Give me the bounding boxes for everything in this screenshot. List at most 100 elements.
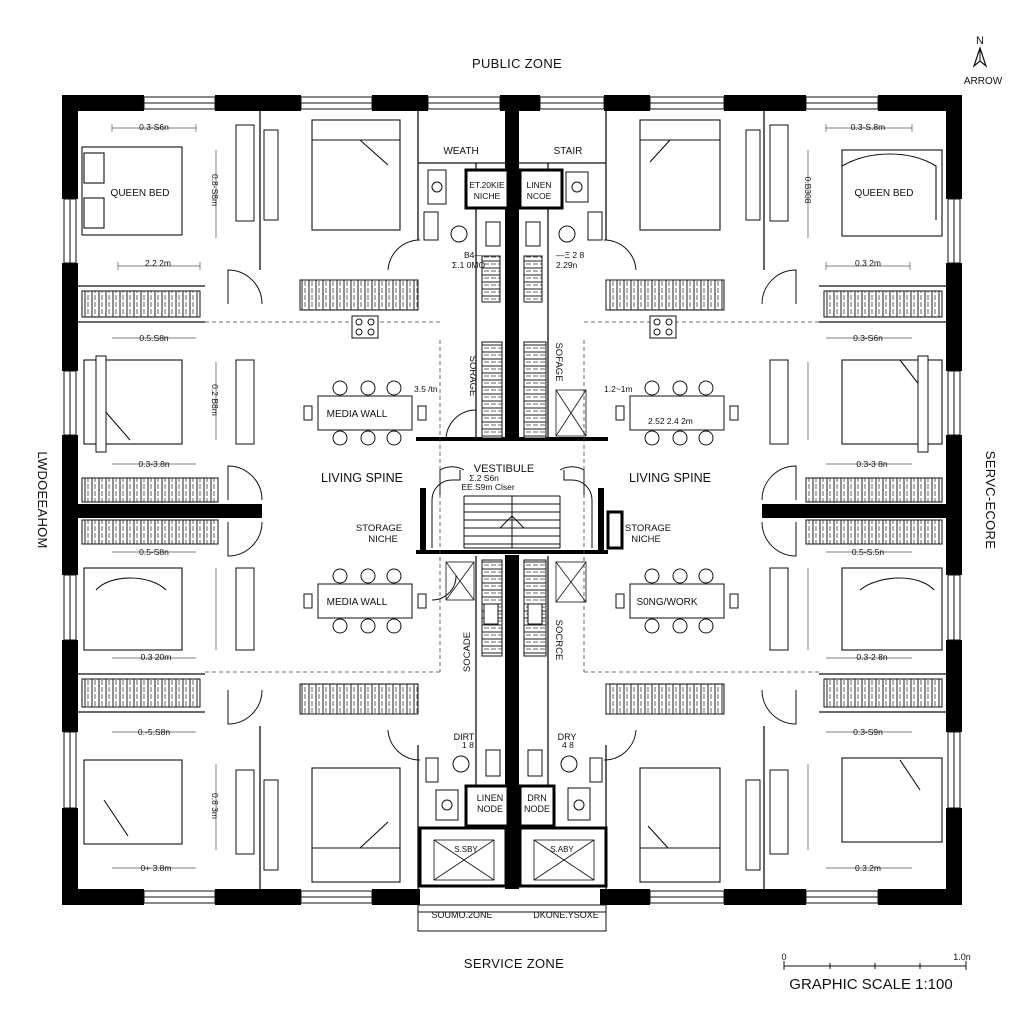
room-label-media-wall: MEDIA WALL (327, 409, 388, 420)
room-label-vestibule: VESTIBULE (474, 463, 535, 475)
exterior-walls (62, 95, 962, 905)
dim-text: 0.8-S8m (210, 174, 220, 206)
room-label-box: S.SBY (454, 845, 478, 854)
linen-label: LINEN (477, 793, 504, 803)
toilet-icon (558, 225, 576, 243)
dim-text: 4 8 (562, 740, 574, 750)
room-label-storage: STORAGE (356, 523, 402, 534)
linen-label: NCOE (527, 191, 552, 201)
dim-text: —Ξ 2 8 (556, 250, 584, 260)
cooktops (351, 315, 677, 339)
bath-fixtures (423, 169, 603, 821)
dim-text: 0.3-S9n (853, 727, 883, 737)
zone-title-top: PUBLIC ZONE (472, 56, 562, 71)
room-label-storage: NICHE (631, 534, 661, 545)
cooktop-icon (649, 315, 677, 339)
room-label-song-work: S0NG/WORK (636, 597, 697, 608)
dim-text: 2.52 2.4 2m (648, 416, 693, 426)
room-label-media-wall: MEDIA WALL (327, 597, 388, 608)
dim-text: 0.5-S.5n (852, 547, 884, 557)
north-arrow-icon: N ARROW (964, 35, 1003, 87)
dim-text: 0.3-S.8m (851, 122, 886, 132)
room-label-weath: WEATH (443, 146, 478, 157)
room-label-zone: DKONE.YSOXE (533, 910, 599, 920)
dim-text: 2.2 2m (145, 258, 171, 268)
room-label-living-spine: LIVING SPINE (629, 471, 711, 485)
bed-icon (841, 567, 943, 651)
interior-walls (78, 111, 946, 889)
zone-title-left: LWDOEEAHOM (35, 451, 50, 548)
toilet-icon (560, 755, 578, 773)
linen-label: NODE (477, 804, 503, 814)
drn-label: NODE (524, 804, 550, 814)
scale-start: 0 (781, 952, 786, 962)
drn-label: DRN (527, 793, 547, 803)
dim-text: 0.3 20m (141, 652, 172, 662)
room-label-queen-bed: QUEEN BED (855, 188, 914, 199)
dim-text: 0.3.2m (855, 863, 881, 873)
room-labels: WEATH STAIR ET.20KIE NICHE LINEN NCOE QU… (111, 146, 914, 920)
dim-text: 0.5.S8n (139, 333, 169, 343)
cooktop-icon (351, 315, 379, 339)
table-icon (303, 568, 427, 634)
dim-text: 0.B308 (803, 177, 813, 204)
dimension-lines (111, 124, 913, 869)
bed-icon (81, 146, 183, 236)
dim-text: 2.29n (556, 260, 578, 270)
dim-text: 0.2 B8m (210, 384, 220, 416)
dimension-texts: 0.3-S6n 2.2 2m 0.8-S8m 0.3-S.8m 0.3 2m 0… (138, 122, 888, 873)
room-label-zone: SOUMO.2ONE (431, 910, 492, 920)
dim-text: 1.2~1m (604, 384, 633, 394)
room-label-dry: DRY (558, 732, 577, 742)
vestibule-dim: Σ.2 S6n (469, 473, 499, 483)
room-label-socade: SOCADE (462, 632, 473, 672)
circulation-lines (205, 321, 819, 673)
north-letter: N (976, 35, 984, 47)
dining-tables (303, 380, 739, 634)
bed-icon (841, 149, 943, 237)
stair-icon (431, 470, 593, 549)
dim-text: 0.8 3m (210, 793, 220, 819)
dim-text: 0+ 3.8m (141, 863, 172, 873)
zone-title-right: SERVC-ECORE (983, 451, 998, 549)
dim-text: 0.-5.S8n (138, 727, 170, 737)
dim-text: 1 8 (462, 740, 474, 750)
box-cross-lines (433, 389, 595, 881)
windows (63, 96, 961, 932)
table-icon (615, 380, 739, 446)
bed-icon (83, 759, 183, 845)
niche-label: NICHE (474, 191, 501, 201)
bed-icon (311, 767, 401, 883)
dim-text: Σ.1 0MO (452, 260, 486, 270)
room-label-storage: NICHE (368, 534, 398, 545)
door-swings (227, 239, 797, 761)
room-label-stair: STAIR (554, 146, 583, 157)
room-label-sofage: SOFAGE (553, 342, 564, 381)
dim-text: 0.3-S6n (139, 122, 169, 132)
linen-label: LINEN (526, 180, 551, 190)
dim-text: 0.3-3 8n (856, 459, 887, 469)
bed-icon (639, 767, 721, 883)
bed-icon (841, 757, 943, 843)
wardrobes (81, 124, 943, 871)
dim-text: 0.3-2 8n (856, 652, 887, 662)
room-label-sorage: SORAGE (467, 356, 478, 397)
dim-text: 3.5 /tn (414, 384, 438, 394)
bed-icon (83, 567, 183, 651)
dim-text: B4— (464, 250, 483, 260)
room-label-queen-bed: QUEEN BED (111, 188, 170, 199)
bed-icon (639, 119, 721, 231)
dim-text: 0.3 2m (855, 258, 881, 268)
bed-icon (311, 119, 401, 231)
dim-text: 0.3-3.8n (138, 459, 169, 469)
room-label-socrce: SOCRCE (553, 620, 564, 661)
toilet-icon (452, 755, 470, 773)
scale-end: 1.0n (953, 952, 971, 962)
zone-title-bottom: SERVICE ZONE (464, 956, 564, 971)
niche-label: ET.20KIE (469, 180, 505, 190)
dim-text: 0.5-S8n (139, 547, 169, 557)
table-icon (615, 568, 739, 634)
room-label-box: S.ABY (550, 845, 574, 854)
scale-label: GRAPHIC SCALE 1:100 (789, 976, 952, 993)
